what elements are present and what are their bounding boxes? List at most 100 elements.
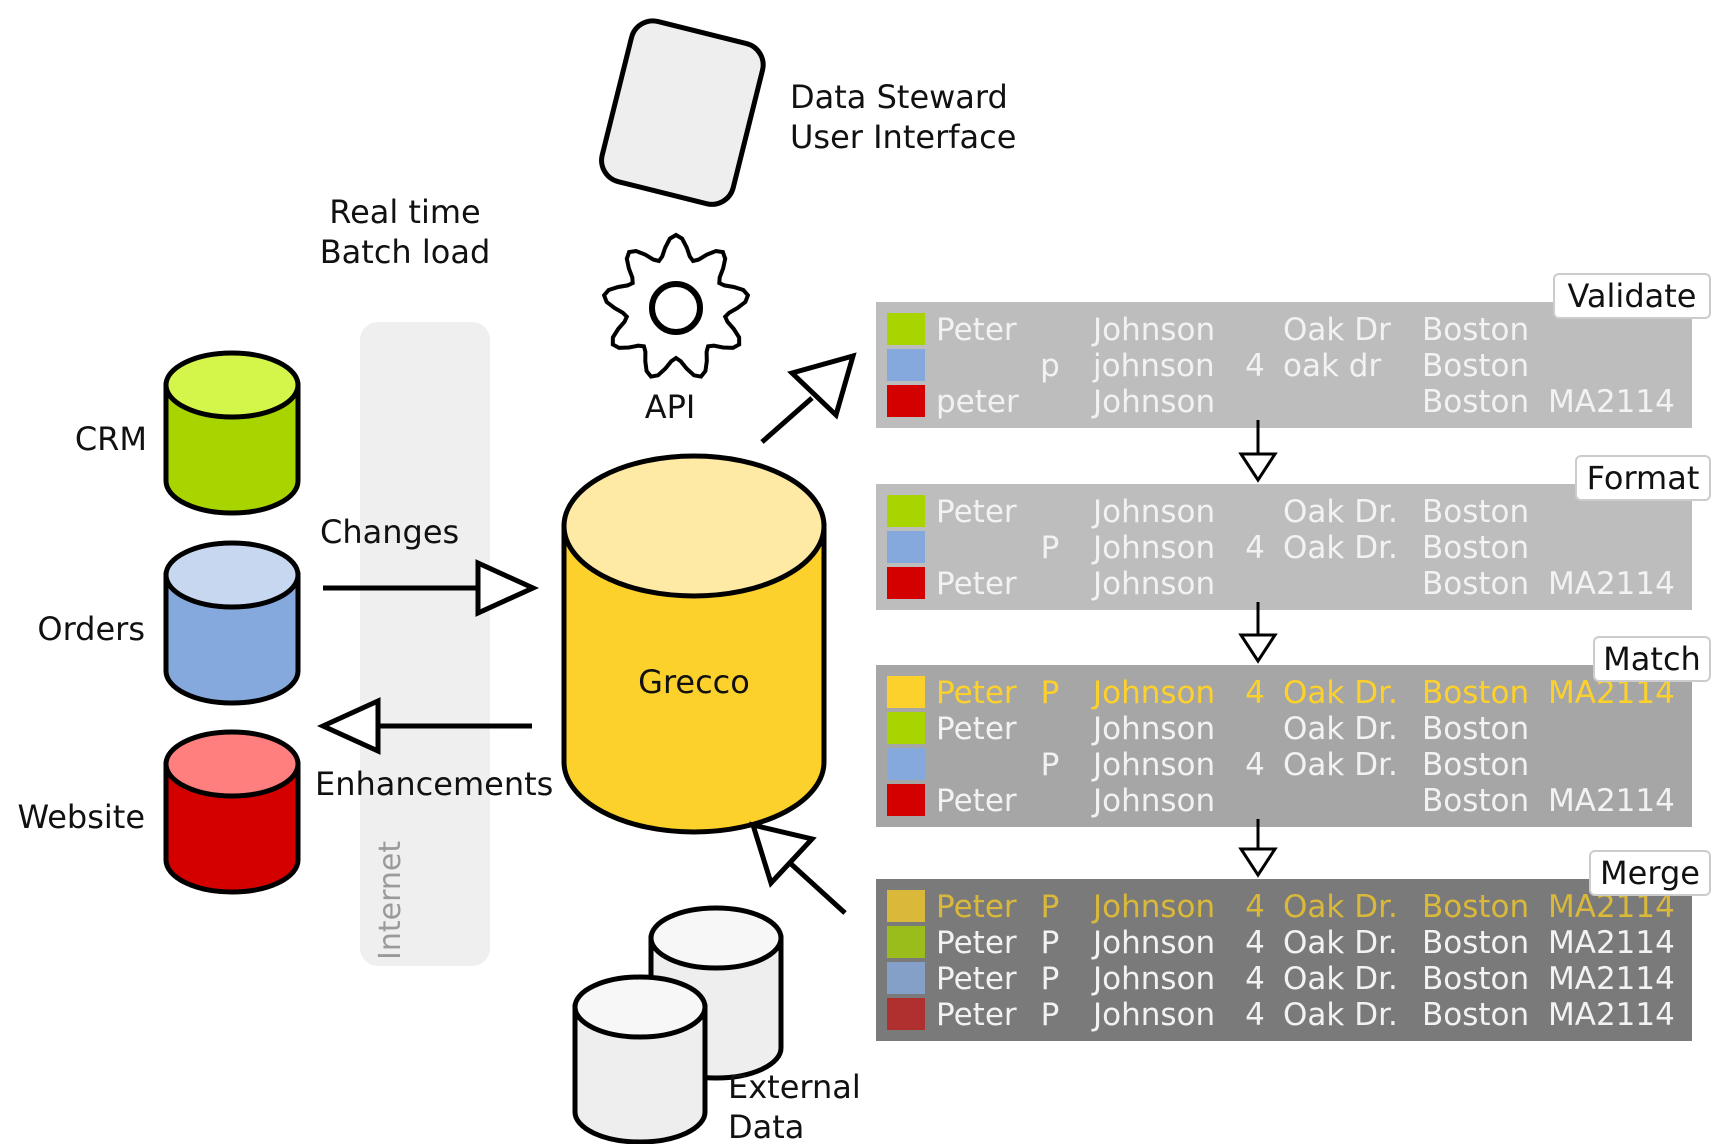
record-cell: MA2114 bbox=[1548, 566, 1675, 602]
record-cell: Boston bbox=[1422, 530, 1529, 566]
record-cell: Johnson bbox=[1091, 530, 1215, 566]
external-data-label-line2: Data bbox=[728, 1108, 804, 1144]
record-cell: Boston bbox=[1422, 384, 1529, 420]
stage-panel bbox=[876, 302, 1692, 428]
record-cell: 4 bbox=[1245, 961, 1265, 997]
enhancements-arrow bbox=[316, 697, 532, 755]
record-cell: Johnson bbox=[1091, 747, 1215, 783]
record-cell: Peter bbox=[936, 961, 1017, 997]
record-cell: Boston bbox=[1422, 494, 1529, 530]
stage-flow-arrow bbox=[1238, 847, 1278, 878]
record-swatch bbox=[887, 495, 925, 527]
record-cell: Boston bbox=[1422, 997, 1529, 1033]
stage-panel bbox=[876, 484, 1692, 610]
record-cell: Johnson bbox=[1091, 889, 1215, 925]
stage-tag bbox=[1553, 273, 1711, 319]
record-cell: Oak Dr. bbox=[1283, 494, 1398, 530]
record-cell: Boston bbox=[1422, 566, 1529, 602]
stage-tag bbox=[1589, 850, 1711, 896]
record-cell: P bbox=[1041, 961, 1060, 997]
stage-flow-arrow bbox=[1238, 633, 1278, 664]
record-cell: Johnson bbox=[1091, 566, 1215, 602]
record-cell: Johnson bbox=[1091, 675, 1215, 711]
stage-name: Format bbox=[1587, 459, 1700, 497]
record-cell: 4 bbox=[1245, 747, 1265, 783]
record-cell: Boston bbox=[1422, 889, 1529, 925]
record-cell: Boston bbox=[1422, 312, 1529, 348]
record-cell: P bbox=[1041, 747, 1060, 783]
record-cell: Peter bbox=[936, 889, 1017, 925]
grecco-hub-database: Grecco bbox=[561, 453, 827, 835]
record-cell: Boston bbox=[1422, 961, 1529, 997]
record-cell: Oak Dr. bbox=[1283, 961, 1398, 997]
stage-tag bbox=[1593, 636, 1711, 682]
record-cell: Oak Dr. bbox=[1283, 997, 1398, 1033]
record-swatch bbox=[887, 385, 925, 417]
record-cell: Boston bbox=[1422, 675, 1529, 711]
record-cell: p bbox=[1040, 348, 1060, 384]
record-cell: Oak Dr. bbox=[1283, 675, 1398, 711]
external-data-databases bbox=[572, 905, 784, 1144]
record-swatch bbox=[887, 890, 925, 922]
record-cell: Oak Dr. bbox=[1283, 711, 1398, 747]
record-cell: oak dr bbox=[1283, 348, 1381, 384]
source-db-orders bbox=[163, 540, 301, 706]
record-swatch bbox=[887, 784, 925, 816]
record-cell: Peter bbox=[936, 711, 1017, 747]
record-cell: Peter bbox=[936, 312, 1017, 348]
stage-name: Validate bbox=[1568, 277, 1697, 315]
record-cell: Oak Dr. bbox=[1283, 889, 1398, 925]
source-db-crm bbox=[163, 350, 301, 516]
data-steward-label-line2: User Interface bbox=[790, 118, 1016, 156]
record-cell: Peter bbox=[936, 997, 1017, 1033]
stage-name: Merge bbox=[1600, 854, 1700, 892]
record-cell: Boston bbox=[1422, 783, 1529, 819]
enhancements-label: Enhancements bbox=[315, 765, 553, 803]
record-cell: Johnson bbox=[1091, 783, 1215, 819]
record-swatch bbox=[887, 712, 925, 744]
load-mode-batch-label: Batch load bbox=[320, 233, 491, 271]
source-label-orders: Orders bbox=[37, 610, 145, 648]
record-swatch bbox=[887, 998, 925, 1030]
record-cell: MA2114 bbox=[1548, 384, 1675, 420]
internet-band bbox=[360, 322, 490, 966]
data-steward-ui-icon bbox=[599, 18, 766, 207]
record-cell: P bbox=[1041, 675, 1060, 711]
merge-to-hub-arrow bbox=[749, 821, 847, 915]
load-mode-realtime-label: Real time bbox=[329, 193, 480, 231]
record-swatch bbox=[887, 531, 925, 563]
hub-to-pipeline-arrow bbox=[760, 352, 857, 444]
api-gear-icon bbox=[601, 232, 751, 379]
record-cell: 4 bbox=[1245, 997, 1265, 1033]
record-swatch bbox=[887, 748, 925, 780]
record-cell: Oak Dr. bbox=[1283, 530, 1398, 566]
stage-name: Match bbox=[1603, 640, 1701, 678]
record-cell: Johnson bbox=[1091, 494, 1215, 530]
record-cell: Peter bbox=[936, 925, 1017, 961]
source-label-website: Website bbox=[17, 798, 145, 836]
record-cell: 4 bbox=[1245, 889, 1265, 925]
source-label-crm: CRM bbox=[75, 420, 147, 458]
record-cell: Johnson bbox=[1091, 711, 1215, 747]
record-cell: Boston bbox=[1422, 711, 1529, 747]
record-cell: Oak Dr. bbox=[1283, 925, 1398, 961]
record-cell: Johnson bbox=[1091, 384, 1215, 420]
record-cell: Johnson bbox=[1091, 925, 1215, 961]
stage-flow-arrow bbox=[1238, 452, 1278, 483]
changes-arrow bbox=[323, 559, 540, 617]
stage-panel bbox=[876, 665, 1692, 827]
record-cell: MA2114 bbox=[1548, 925, 1675, 961]
record-cell: Boston bbox=[1422, 925, 1529, 961]
record-cell: Peter bbox=[936, 566, 1017, 602]
external-data-label-line1: External bbox=[728, 1068, 861, 1106]
record-cell: Boston bbox=[1422, 348, 1529, 384]
hub-cylinder bbox=[561, 453, 827, 835]
record-cell: 4 bbox=[1245, 348, 1265, 384]
record-cell: P bbox=[1041, 925, 1060, 961]
